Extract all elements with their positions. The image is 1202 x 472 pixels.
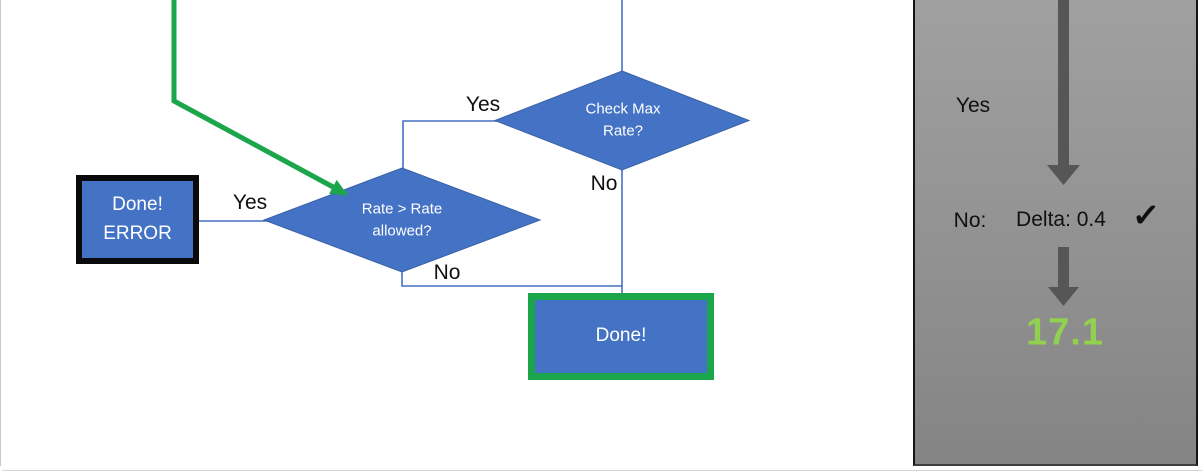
check-max-rate-label-line1: Check Max — [585, 100, 661, 118]
side-summary-panel — [913, 0, 1198, 466]
check-max-rate-label: Check Max Rate? — [585, 98, 660, 142]
branch-label-rate-yes: Yes — [232, 191, 268, 214]
rate-allowed-label-line1: Rate > Rate — [361, 200, 443, 218]
slide-left-edge-line — [0, 0, 1, 466]
done-error-box-line2: ERROR — [103, 222, 172, 244]
panel-no-label: No: — [953, 209, 987, 232]
rate-allowed-label-line2: allowed? — [372, 222, 432, 239]
rate-allowed-label: Rate > Rate allowed? — [362, 198, 442, 242]
green-trace-arrow — [171, 0, 348, 197]
done-error-box: Done! ERROR — [76, 175, 199, 264]
branch-label-checkmax-yes: Yes — [465, 93, 501, 116]
panel-yes-label: Yes — [955, 94, 991, 117]
panel-result-value: 17.1 — [1026, 311, 1104, 354]
done-error-box-line1: Done! — [112, 194, 163, 215]
slide-bottom-edge-line — [2, 470, 1202, 471]
done-box-label: Done! — [595, 325, 647, 347]
panel-delta-value: Delta: 0.4 — [1016, 208, 1106, 231]
check-max-rate-label-line2: Rate? — [602, 122, 644, 139]
branch-label-checkmax-no: No — [590, 172, 618, 195]
connector-checkmax-yes — [402, 120, 498, 169]
checkmark-icon: ✓ — [1131, 195, 1161, 235]
done-box: Done! — [528, 293, 714, 380]
branch-label-rate-no: No — [433, 261, 461, 284]
